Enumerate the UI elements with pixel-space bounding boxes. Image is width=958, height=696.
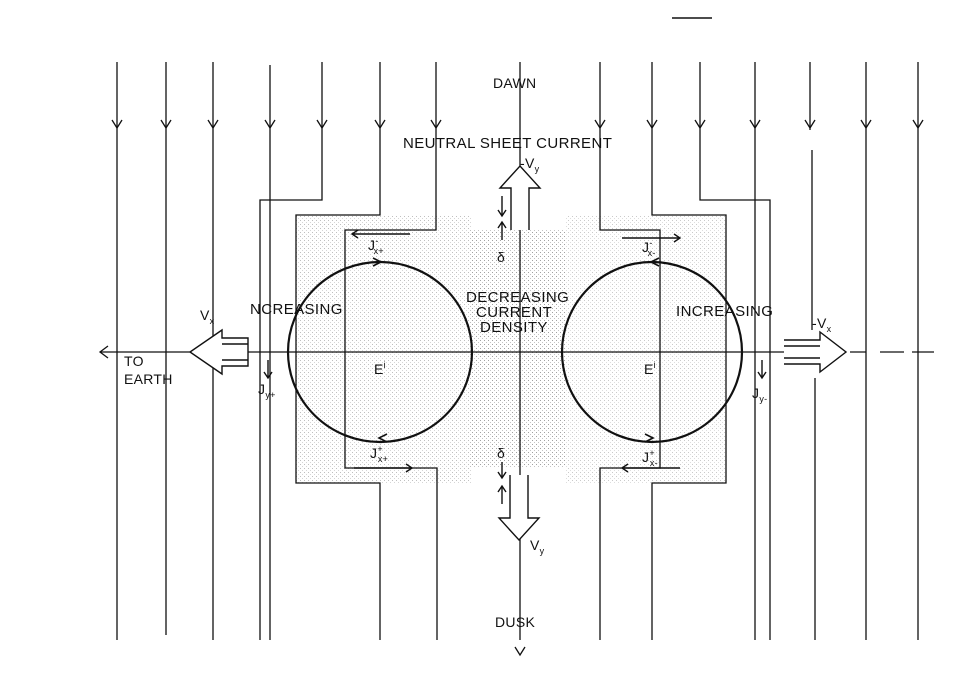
to-earth-label-line1: TO [124, 353, 144, 369]
field-line-5 [259, 62, 323, 640]
vx-right-arrow [784, 330, 848, 374]
dusk-label: DUSK [495, 614, 535, 630]
neutral-sheet-current-label: NEUTRAL SHEET CURRENT [403, 135, 612, 152]
density-label: DENSITY [480, 319, 548, 336]
jx-top-right-label: J-x- [642, 238, 656, 258]
e-right-label: Ei [644, 360, 656, 377]
vy-bottom-arrow [497, 475, 541, 542]
vy-bottom-label: Vy [530, 537, 545, 556]
delta-bottom-label: δ [497, 445, 505, 461]
e-left-label: Ei [374, 360, 386, 377]
field-line-9 [599, 62, 661, 640]
jx-bottom-left-label: J+x+ [370, 444, 388, 464]
field-line-10 [651, 62, 727, 640]
magnetic-field-lines [116, 62, 919, 640]
vx-left-arrow [188, 328, 249, 376]
decreasing-label: DECREASING [466, 289, 569, 306]
jx-top-left-label: J-x+ [368, 236, 384, 256]
increasing-left-label: NCREASING [250, 301, 343, 318]
vy-top-label: -Vy [520, 155, 540, 174]
field-line-6 [295, 62, 381, 640]
current-arrows [263, 196, 767, 504]
field-line-13 [809, 62, 816, 640]
dawn-label: DAWN [493, 75, 536, 91]
jy-plus-label: Jy+ [258, 381, 276, 400]
to-earth-label-line2: EARTH [124, 371, 173, 387]
field-arrowheads [111, 119, 924, 657]
vortex-left [286, 257, 474, 444]
delta-top-label: δ [497, 249, 505, 265]
field-line-7 [344, 62, 438, 640]
vx-left-label: Vx [200, 307, 215, 326]
vx-right-label: -Vx [812, 315, 832, 334]
vy-top-arrow [498, 164, 542, 230]
current-label: CURRENT [476, 304, 552, 321]
field-line-11 [699, 62, 771, 640]
jx-bottom-right-label: J+x- [642, 448, 658, 468]
increasing-right-label: INCREASING [676, 303, 773, 320]
plasma-sheet-shading [296, 215, 726, 483]
vortex-right [560, 257, 744, 444]
jy-minus-label: Jy- [752, 385, 767, 404]
